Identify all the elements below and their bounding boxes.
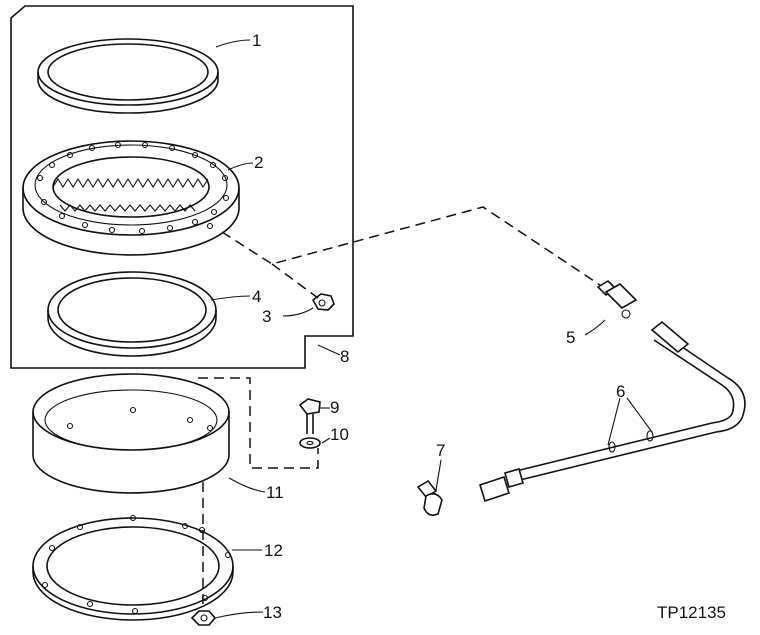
callout-11: 11 [266, 483, 284, 502]
figure-id: TP12135 [657, 603, 726, 622]
callout-10: 10 [330, 425, 349, 444]
bracket-dashed-line [198, 377, 319, 469]
part-6-tube [479, 320, 746, 503]
part-2-ring-gear [22, 140, 240, 256]
callout-3: 3 [262, 307, 271, 326]
part-10-washer [299, 437, 321, 449]
part-7-elbow-fitting [416, 479, 443, 516]
part-4-ring [47, 271, 217, 357]
callout-8: 8 [340, 347, 349, 366]
callout-1: 1 [252, 31, 261, 50]
part-13-nut [190, 610, 217, 626]
group-outline [10, 5, 354, 369]
callout-2: 2 [254, 153, 263, 172]
callout-12: 12 [264, 541, 283, 560]
part-12-gasket [32, 514, 234, 621]
part-3-fitting [311, 293, 335, 311]
callout-7: 7 [436, 441, 445, 460]
part-5-adapter [596, 279, 638, 319]
routing-dashed-line-2 [271, 263, 319, 299]
routing-dashed-line [221, 206, 601, 286]
callout-6: 6 [616, 382, 625, 401]
callout-13: 13 [263, 603, 282, 622]
callout-4: 4 [252, 287, 261, 306]
callout-9: 9 [330, 398, 339, 417]
part-9-bolt [298, 398, 321, 434]
callout-5: 5 [566, 328, 575, 347]
part-11-housing [32, 373, 230, 494]
leader-lines [210, 39, 653, 619]
part-1-ring [37, 38, 219, 114]
